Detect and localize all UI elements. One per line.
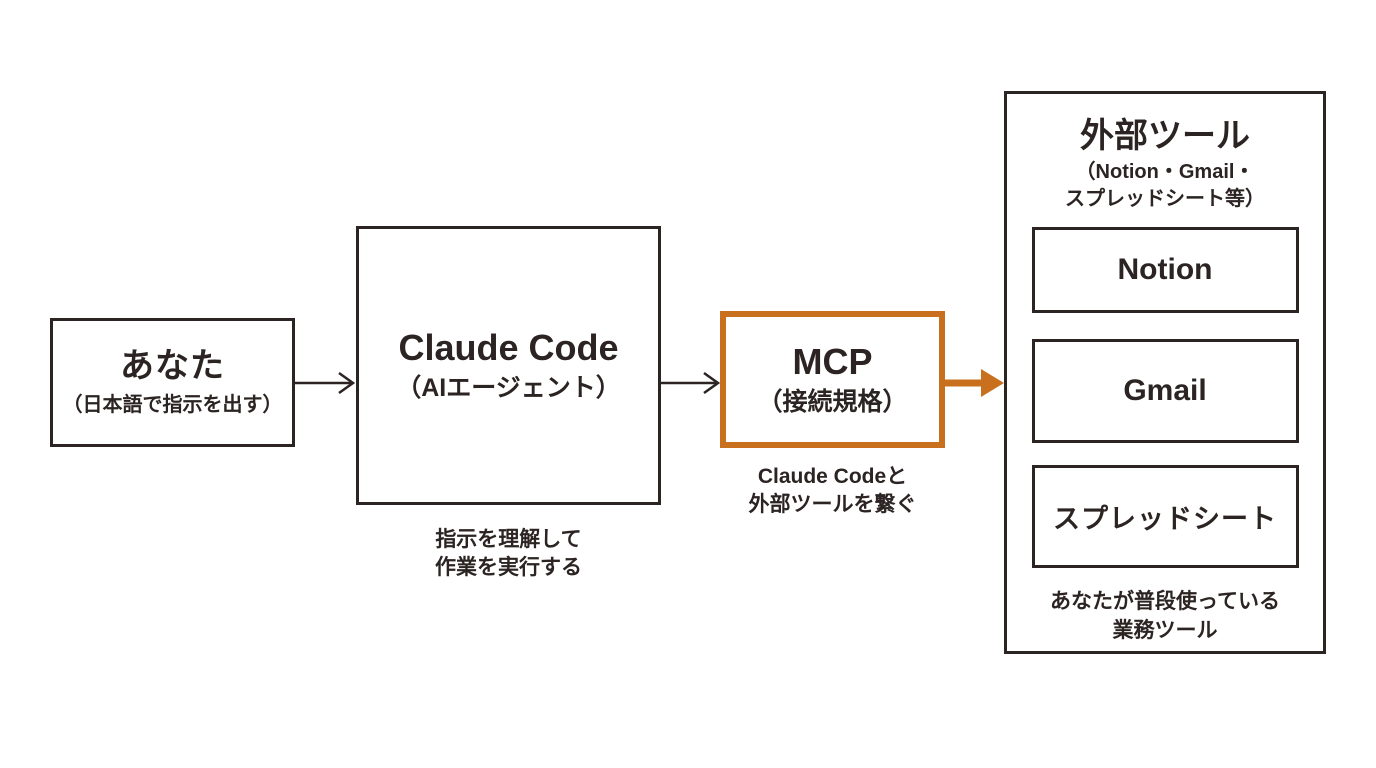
- tool-item-spreadsheet-label: スプレッドシート: [1053, 504, 1277, 535]
- mcp-box: MCP （接続規格）: [720, 311, 945, 448]
- claude-code-caption-line1: 指示を理解して: [435, 528, 582, 551]
- mcp-caption-line2: 外部ツールを繋ぐ: [748, 493, 917, 517]
- claude-code-box: Claude Code （AIエージェント）: [356, 226, 661, 505]
- mcp-caption: Claude Codeと 外部ツールを繋ぐ: [710, 463, 955, 520]
- external-tools-caption-line1: あなたが普段使っている: [1050, 590, 1280, 614]
- external-tools-subtitle-line2: スプレッドシート等）: [1065, 188, 1265, 211]
- external-tools-subtitle: （Notion・Gmail・ スプレッドシート等）: [1065, 159, 1265, 213]
- external-tools-subtitle-line1: （Notion・Gmail・: [1075, 161, 1255, 184]
- claude-code-caption-line2: 作業を実行する: [435, 556, 582, 580]
- arrow-you-to-claude-icon: [294, 371, 356, 395]
- arrow-mcp-to-tools-icon: [943, 369, 1004, 397]
- you-box-title: あなた: [120, 346, 225, 385]
- external-tools-title: 外部ツール: [1080, 117, 1250, 155]
- tool-item-gmail-label: Gmail: [1123, 374, 1207, 408]
- mcp-caption-line1: Claude Codeと: [757, 465, 908, 488]
- claude-code-caption: 指示を理解して 作業を実行する: [356, 526, 661, 583]
- tool-item-notion-label: Notion: [1117, 253, 1213, 287]
- mcp-box-title: MCP: [792, 340, 873, 382]
- claude-code-box-title: Claude Code: [398, 326, 619, 368]
- tool-item-notion: Notion: [1031, 227, 1299, 314]
- tool-item-gmail: Gmail: [1031, 339, 1299, 444]
- external-tools-caption: あなたが普段使っている 業務ツール: [1050, 588, 1280, 645]
- mcp-box-subtitle: （接続規格）: [757, 387, 908, 416]
- external-tools-caption-line2: 業務ツール: [1112, 618, 1218, 642]
- claude-code-box-subtitle: （AIエージェント）: [396, 373, 621, 402]
- tool-item-spreadsheet: スプレッドシート: [1031, 465, 1299, 569]
- you-box: あなた （日本語で指示を出す）: [50, 318, 295, 447]
- you-box-subtitle: （日本語で指示を出す）: [62, 394, 283, 417]
- arrow-claude-to-mcp-icon: [659, 371, 721, 395]
- external-tools-box: 外部ツール （Notion・Gmail・ スプレッドシート等） Notion G…: [1004, 91, 1326, 654]
